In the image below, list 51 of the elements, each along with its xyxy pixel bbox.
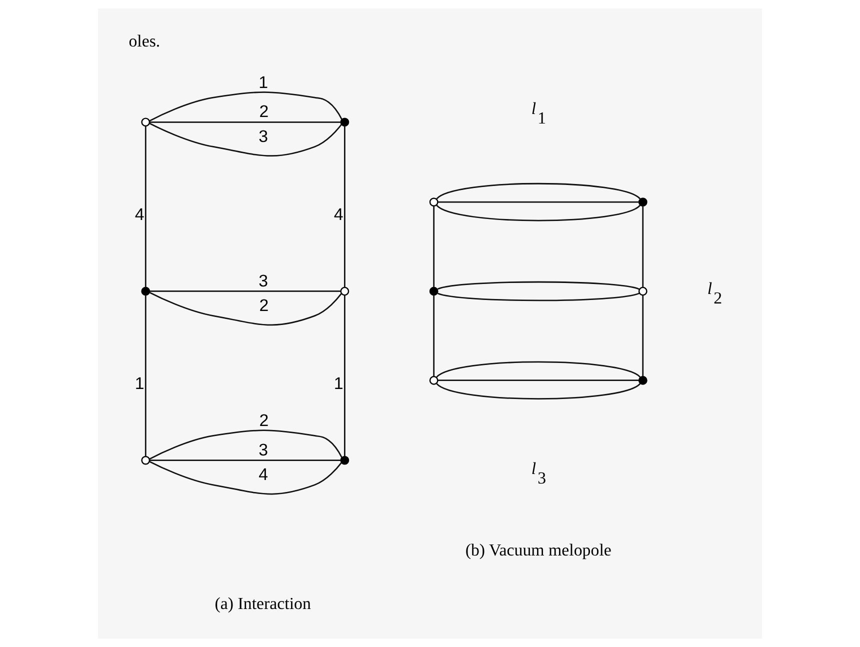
node-circle xyxy=(429,286,438,296)
connector xyxy=(433,295,435,376)
label: (a) Interaction xyxy=(214,594,311,614)
edge-label: 2 xyxy=(259,411,269,430)
connector xyxy=(149,91,342,122)
label: oles. xyxy=(128,32,160,51)
node-circle xyxy=(141,118,150,127)
node-circle xyxy=(638,376,648,385)
edge-label: 3 xyxy=(258,440,268,460)
connector xyxy=(436,182,641,200)
connector xyxy=(144,295,146,456)
label: (b) Vacuum melopole xyxy=(465,540,612,560)
node-circle xyxy=(638,286,648,296)
connector xyxy=(438,380,639,382)
node-circle xyxy=(429,198,438,207)
connector xyxy=(642,206,644,288)
edge-label: 2 xyxy=(259,296,269,315)
node-circle xyxy=(340,456,350,465)
connector xyxy=(436,382,641,400)
connector xyxy=(150,460,341,461)
edge-label: 4 xyxy=(134,205,144,224)
connector xyxy=(344,126,346,288)
connector xyxy=(344,295,346,456)
node-circle xyxy=(638,198,648,207)
connector xyxy=(144,126,146,288)
connector xyxy=(149,292,342,326)
edge-label: 1 xyxy=(334,374,344,394)
connector xyxy=(149,460,342,495)
node-circle xyxy=(340,286,350,296)
connector xyxy=(436,361,641,378)
edge-label: 3 xyxy=(258,271,268,290)
edge-label: 3 xyxy=(258,126,268,146)
edge-label: 1 xyxy=(258,73,268,92)
edge-label: 4 xyxy=(334,205,344,224)
connector xyxy=(438,201,639,203)
edge-label: 2 xyxy=(259,102,269,122)
connector xyxy=(438,281,640,290)
connector xyxy=(436,204,641,222)
edge-label: 4 xyxy=(258,464,268,484)
node-circle xyxy=(141,286,150,296)
connector xyxy=(150,121,341,123)
node-circle xyxy=(340,118,350,127)
connector xyxy=(433,206,435,288)
connector xyxy=(149,430,342,460)
node-circle xyxy=(141,456,150,465)
edge-label: 1 xyxy=(134,374,144,394)
connector xyxy=(149,122,342,157)
node-circle xyxy=(429,376,438,385)
connector xyxy=(150,290,341,292)
connector xyxy=(438,292,640,302)
connector xyxy=(642,295,644,376)
